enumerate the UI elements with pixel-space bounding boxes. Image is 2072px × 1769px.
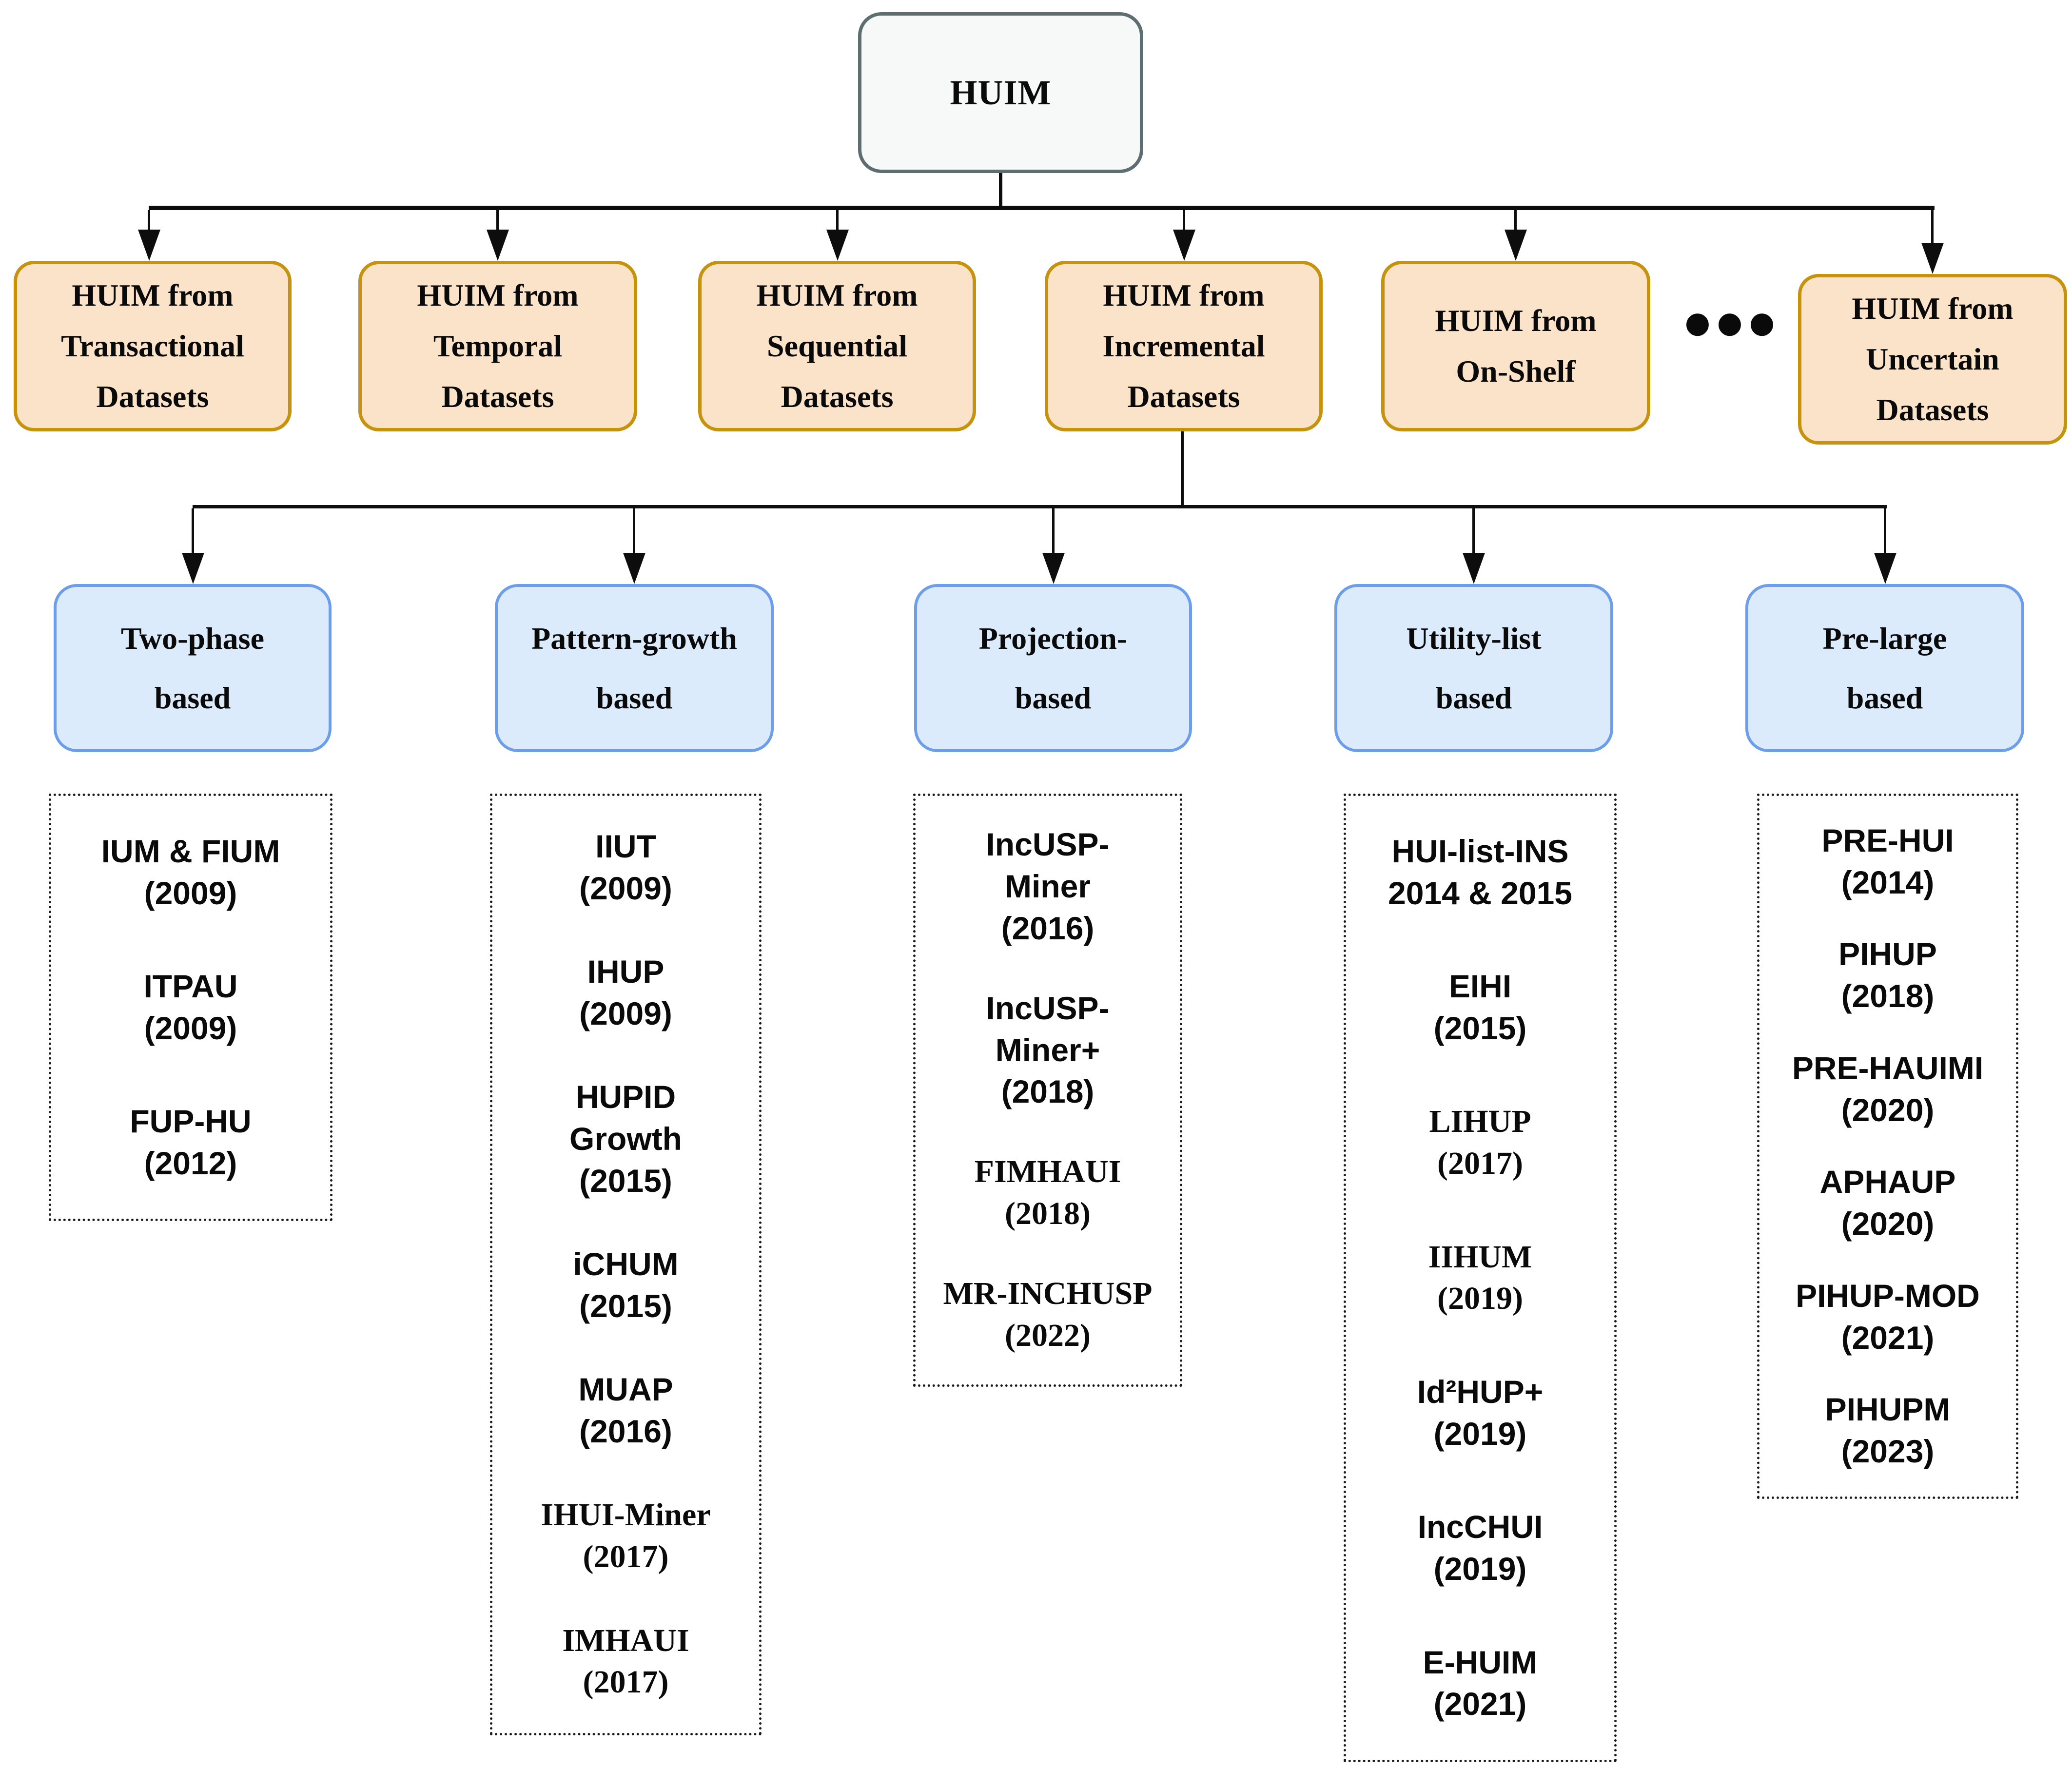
- algorithm-item: ITPAU (2009): [143, 968, 238, 1046]
- ellipsis-icon: •••: [1683, 280, 1781, 367]
- algorithm-item: PIHUPM (2023): [1825, 1391, 1951, 1470]
- algorithm-item: E-HUIM (2021): [1423, 1644, 1538, 1722]
- arrow-down-icon: [826, 230, 849, 261]
- algorithm-item: iCHUM (2015): [573, 1246, 679, 1324]
- algorithm-item: IUM & FIUM (2009): [101, 833, 280, 911]
- algorithm-list-pattern-growth: IIUT (2009) IHUP (2009) HUPID Growth (2015…: [490, 794, 762, 1735]
- arrow-down-icon: [487, 230, 509, 261]
- algorithm-list-projection: IncUSP- Miner (2016) IncUSP- Miner+ (2018…: [913, 794, 1182, 1387]
- connector-line: [148, 210, 150, 233]
- category-box-on-shelf: HUIM from On-Shelf: [1381, 261, 1650, 431]
- arrow-down-icon: [182, 553, 204, 584]
- connector-line: [836, 210, 839, 233]
- approach-box-projection: Projection- based: [914, 584, 1192, 752]
- algorithm-item: FUP-HU (2012): [130, 1103, 252, 1181]
- arrow-down-icon: [1874, 553, 1896, 584]
- algorithm-item: PRE-HAUIMI (2020): [1792, 1050, 1984, 1128]
- algorithm-list-pre-large: PRE-HUI (2014) PIHUP (2018) PRE-HAUIMI (20…: [1757, 794, 2018, 1499]
- connector-line: [1472, 508, 1475, 555]
- arrow-down-icon: [1042, 553, 1065, 584]
- connector-line: [1884, 508, 1886, 555]
- algorithm-item: MR-INCHUSP (2022): [943, 1276, 1153, 1354]
- algorithm-item: PRE-HUI (2014): [1821, 822, 1954, 900]
- algorithm-item: HUI-list-INS 2014 & 2015: [1388, 833, 1572, 911]
- arrow-down-icon: [1173, 230, 1195, 261]
- arrow-down-icon: [1505, 230, 1527, 261]
- algorithm-item: IIUT (2009): [579, 828, 672, 906]
- algorithm-item: MUAP (2016): [578, 1371, 673, 1450]
- approach-box-pattern-growth: Pattern-growth based: [495, 584, 774, 752]
- algorithm-item: Id²HUP+ (2019): [1417, 1373, 1544, 1452]
- connector-line: [1183, 210, 1185, 233]
- connector-line: [149, 206, 1935, 210]
- algorithm-item: FIMHAUI (2018): [974, 1154, 1121, 1232]
- arrow-down-icon: [1921, 243, 1944, 274]
- arrow-down-icon: [623, 553, 645, 584]
- connector-line: [1052, 508, 1055, 555]
- algorithm-item: IncUSP- Miner+ (2018): [986, 990, 1110, 1110]
- approach-box-pre-large: Pre-large based: [1745, 584, 2024, 752]
- connector-line: [1514, 210, 1517, 233]
- algorithm-item: PIHUP (2018): [1838, 936, 1937, 1014]
- algorithm-list-two-phase: IUM & FIUM (2009) ITPAU (2009) FUP-HU (201…: [49, 794, 332, 1221]
- connector-line: [633, 508, 635, 555]
- category-box-uncertain: HUIM from Uncertain Datasets: [1798, 274, 2067, 445]
- algorithm-item: LIHUP (2017): [1429, 1104, 1531, 1182]
- algorithm-item: IncCHUI (2019): [1417, 1509, 1543, 1587]
- connector-line: [1931, 210, 1934, 245]
- approach-box-two-phase: Two-phase based: [54, 584, 332, 752]
- connector-line: [193, 505, 1887, 508]
- category-box-transactional: HUIM from Transactional Datasets: [14, 261, 292, 431]
- approach-box-utility-list: Utility-list based: [1334, 584, 1613, 752]
- arrow-down-icon: [1463, 553, 1485, 584]
- algorithm-item: IIHUM (2019): [1428, 1239, 1532, 1317]
- connector-line: [999, 173, 1002, 209]
- algorithm-item: APHAUP (2020): [1819, 1164, 1956, 1242]
- algorithm-item: EIHI (2015): [1433, 968, 1527, 1046]
- root-node-huim: HUIM: [858, 12, 1143, 173]
- category-box-incremental: HUIM from Incremental Datasets: [1045, 261, 1323, 431]
- connector-line: [192, 508, 194, 555]
- category-box-temporal: HUIM from Temporal Datasets: [358, 261, 637, 431]
- arrow-down-icon: [138, 230, 160, 261]
- algorithm-item: PIHUP-MOD (2021): [1796, 1277, 1980, 1356]
- algorithm-item: IHUI-Miner (2017): [541, 1497, 711, 1575]
- algorithm-item: IMHAUI (2017): [562, 1622, 689, 1700]
- algorithm-item: IncUSP- Miner (2016): [986, 826, 1110, 946]
- connector-line: [496, 210, 499, 233]
- category-box-sequential: HUIM from Sequential Datasets: [698, 261, 976, 431]
- algorithm-item: HUPID Growth (2015): [569, 1079, 682, 1199]
- algorithm-item: IHUP (2009): [579, 953, 672, 1031]
- connector-line: [1181, 431, 1184, 508]
